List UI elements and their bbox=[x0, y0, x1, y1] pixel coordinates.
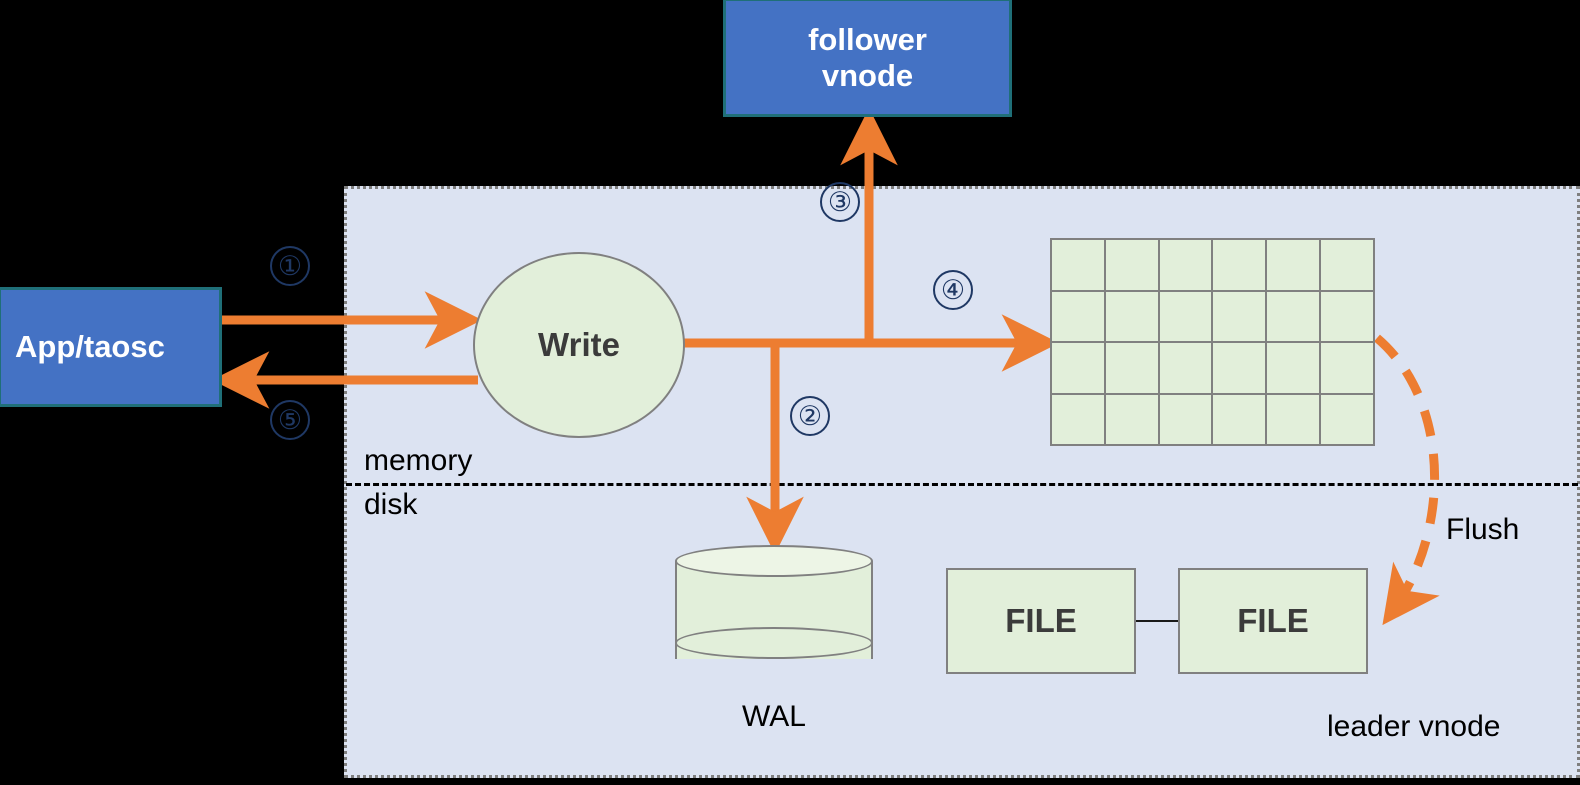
grid-cell bbox=[1321, 240, 1373, 290]
grid-cell bbox=[1052, 291, 1104, 341]
grid-cell bbox=[1105, 343, 1158, 393]
follower-vnode-box[interactable]: follower vnode bbox=[723, 0, 1012, 117]
grid-cell bbox=[1052, 394, 1104, 444]
wal-label: WAL bbox=[742, 700, 806, 733]
leader-vnode-label: leader vnode bbox=[1327, 710, 1501, 743]
grid-cell bbox=[1213, 394, 1266, 444]
step-marker-1: ① bbox=[270, 246, 310, 286]
grid-cell bbox=[1159, 343, 1212, 393]
step-marker-2: ② bbox=[790, 396, 830, 436]
grid-cell bbox=[1321, 343, 1373, 393]
grid-cell bbox=[1267, 394, 1320, 444]
grid-cell bbox=[1105, 394, 1158, 444]
file-box-2[interactable]: FILE bbox=[1178, 568, 1368, 674]
flush-label: Flush bbox=[1446, 513, 1520, 546]
grid-cell bbox=[1159, 394, 1212, 444]
grid-cell bbox=[1267, 240, 1320, 290]
step-marker-4: ④ bbox=[933, 270, 973, 310]
grid-cell bbox=[1105, 291, 1158, 341]
step-marker-5: ⑤ bbox=[270, 400, 310, 440]
grid-cell bbox=[1159, 291, 1212, 341]
wal-cylinder-top bbox=[675, 545, 873, 577]
wal-cylinder-bottom bbox=[675, 627, 873, 659]
memory-table-grid bbox=[1050, 238, 1375, 446]
grid-cell bbox=[1321, 291, 1373, 341]
memory-disk-divider bbox=[346, 483, 1578, 486]
grid-cell bbox=[1267, 343, 1320, 393]
file-box-2-label: FILE bbox=[1237, 602, 1309, 639]
grid-cell bbox=[1267, 291, 1320, 341]
wal-cylinder-icon bbox=[675, 545, 873, 675]
follower-vnode-label: follower vnode bbox=[808, 21, 927, 93]
file-box-1-label: FILE bbox=[1005, 602, 1077, 639]
grid-cell bbox=[1105, 240, 1158, 290]
app-taosc-label: App/taosc bbox=[15, 329, 165, 365]
grid-cell bbox=[1213, 343, 1266, 393]
memory-label: memory bbox=[364, 444, 473, 477]
grid-cell bbox=[1159, 240, 1212, 290]
grid-cell bbox=[1213, 291, 1266, 341]
step-marker-3: ③ bbox=[820, 182, 860, 222]
disk-label: disk bbox=[364, 488, 418, 521]
write-node[interactable]: Write bbox=[473, 252, 685, 438]
file-connector-line bbox=[1136, 620, 1178, 622]
grid-cell bbox=[1052, 240, 1104, 290]
grid-cell bbox=[1052, 343, 1104, 393]
grid-cell bbox=[1213, 240, 1266, 290]
write-label: Write bbox=[538, 326, 620, 363]
grid-cell bbox=[1321, 394, 1373, 444]
app-taosc-box[interactable]: App/taosc bbox=[0, 287, 222, 407]
file-box-1[interactable]: FILE bbox=[946, 568, 1136, 674]
